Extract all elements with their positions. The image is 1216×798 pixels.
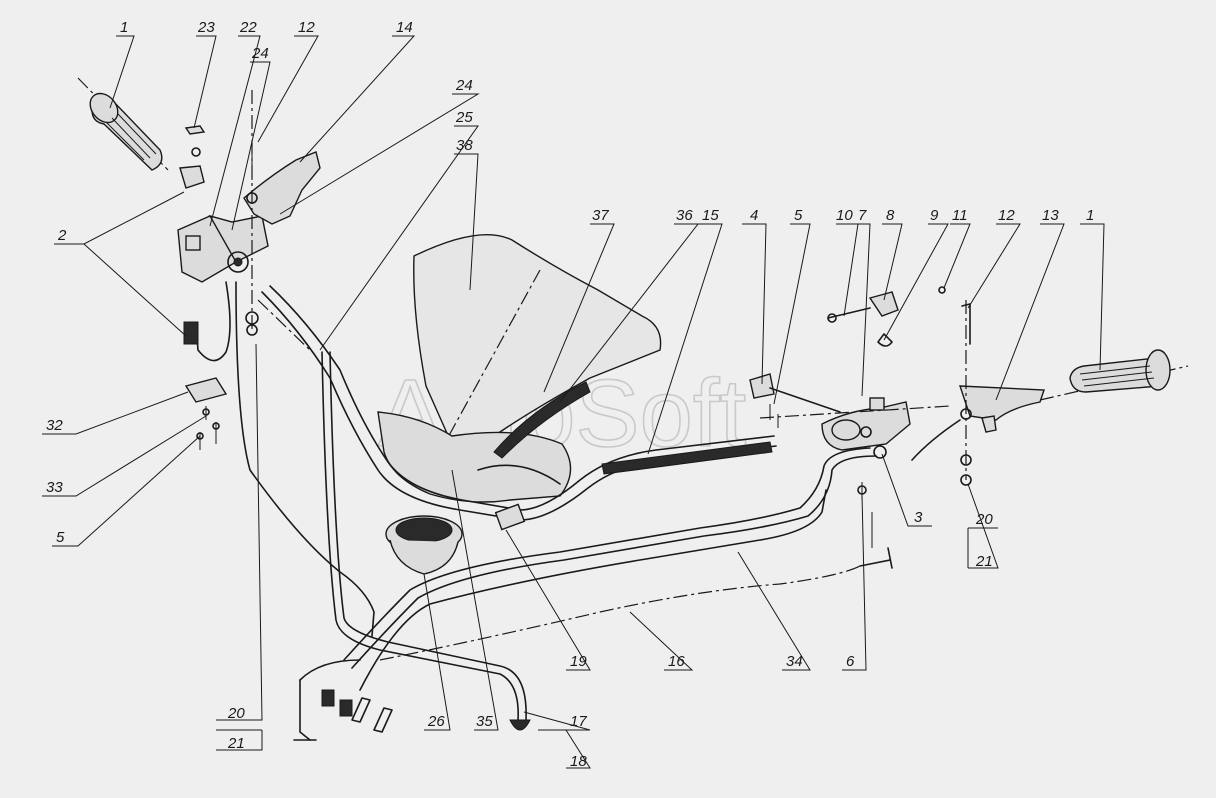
left-connector-assembly [183,281,231,450]
callout-4: 4 [750,207,758,224]
callout-3: 3 [914,509,923,526]
callout-labels: 1 23 22 24 12 14 24 25 38 37 36 15 4 5 1… [46,19,1094,770]
callout-10: 10 [836,207,853,224]
right-mirror-bracket [959,300,1045,486]
callout-8: 8 [886,207,895,224]
callout-23: 23 [197,19,215,36]
headlamp [385,515,463,575]
callout-9: 9 [930,207,939,224]
callout-37: 37 [592,207,609,224]
callout-5-left: 5 [56,529,65,546]
callout-1-left-grip: 1 [120,19,128,36]
cable-bundle [235,281,891,741]
callout-34: 34 [786,653,803,670]
callout-17: 17 [570,713,587,730]
callout-22: 22 [239,19,257,36]
callout-12-right: 12 [998,207,1015,224]
callout-1-right-grip: 1 [1086,207,1094,224]
callout-13: 13 [1042,207,1059,224]
callout-11: 11 [952,207,968,224]
handlebar-tube [261,285,777,531]
callout-14: 14 [396,19,413,36]
callout-24-lower: 24 [455,77,473,94]
callout-32: 32 [46,417,63,434]
right-hardware [749,286,946,569]
callout-26: 26 [427,713,445,730]
callout-16: 16 [668,653,685,670]
callout-25: 25 [455,109,473,126]
right-handlebar-grip [911,349,1189,461]
callout-24-upper: 24 [251,45,269,62]
callout-12-left: 12 [298,19,315,36]
callout-2: 2 [57,227,67,244]
left-switch-block [177,125,269,283]
callout-38: 38 [456,137,473,154]
right-throttle-housing [759,397,951,459]
callout-35: 35 [476,713,493,730]
callout-15: 15 [702,207,719,224]
callout-33: 33 [46,479,63,496]
callout-36: 36 [676,207,693,224]
callout-18: 18 [570,753,587,770]
left-mirror-bracket [243,90,321,336]
callout-21-left: 21 [227,735,245,752]
callout-19: 19 [570,653,587,670]
leader-lines [42,35,1105,769]
callout-6: 6 [846,653,855,670]
callout-20-right: 20 [975,511,993,528]
windscreen [413,234,662,471]
callout-7: 7 [858,207,867,224]
callout-20-left: 20 [227,705,245,722]
front-fairing [377,381,591,503]
callout-21-right: 21 [975,553,993,570]
callout-5-right: 5 [794,207,803,224]
left-handlebar-grip [77,77,169,171]
